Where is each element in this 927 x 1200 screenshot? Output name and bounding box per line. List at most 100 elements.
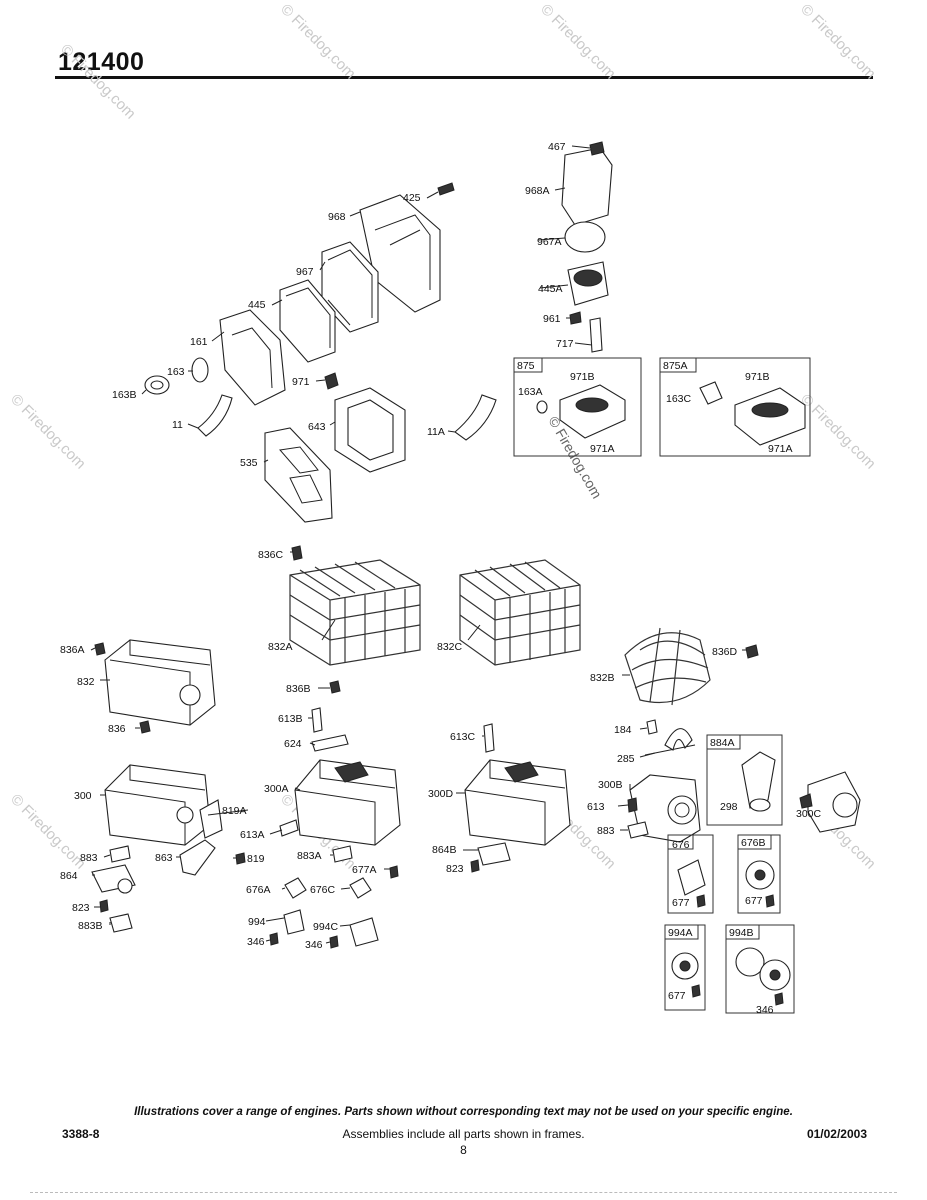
- label-836d: 836D: [712, 646, 738, 658]
- label-883a: 883A: [297, 850, 322, 862]
- frame-676b: [737, 834, 781, 914]
- watermark: © Firedog.com: [277, 1, 359, 83]
- label-967: 967: [296, 266, 314, 278]
- filter-445: [279, 279, 336, 363]
- screen-994b-back: [735, 947, 765, 977]
- label-613b: 613B: [278, 713, 303, 725]
- screw-677a: [389, 865, 399, 879]
- label-300d: 300D: [428, 788, 454, 800]
- muffler-300: [104, 764, 211, 846]
- muffler-832-outlet: [179, 684, 201, 706]
- label-285: 285: [617, 753, 635, 765]
- guard-832a-edges: [289, 574, 421, 665]
- muffler-300-edges: [104, 765, 206, 845]
- label-717: 717: [556, 338, 574, 350]
- watermark: © Firedog.com: [797, 1, 879, 83]
- document-date: 01/02/2003: [806, 1127, 867, 1141]
- bracket-864b: [477, 842, 511, 866]
- label-823: 823: [72, 902, 90, 914]
- cover-968a: [561, 147, 613, 226]
- gasket-163: [191, 357, 209, 383]
- label-298: 298: [720, 801, 738, 813]
- right-side-parts: [627, 719, 861, 843]
- gasket-163b: [144, 375, 170, 395]
- muffler-300a-logo: [334, 761, 369, 783]
- label-967a: 967A: [537, 236, 562, 248]
- frame-994a: [664, 924, 706, 1011]
- label-677-676b: 677: [745, 895, 763, 907]
- stud-717: [589, 317, 603, 353]
- page-number: 8: [460, 1143, 467, 1157]
- muffler-300c-face: [832, 792, 858, 818]
- label-875a-971b: 971B: [745, 371, 770, 383]
- label-836: 836: [108, 723, 126, 735]
- label-677a: 677A: [352, 864, 377, 876]
- mufflers: [104, 759, 571, 846]
- base-detail: [231, 327, 273, 389]
- label-994: 994: [248, 916, 266, 928]
- screw-836: [139, 720, 151, 734]
- label-676b: 676B: [741, 837, 766, 849]
- frame-875-border: [513, 357, 642, 457]
- screw-677-676b: [765, 894, 775, 908]
- screw-971: [324, 372, 339, 390]
- screw-677-994a: [691, 984, 701, 998]
- cover-detail: [374, 214, 431, 290]
- frame-875-tab: [513, 357, 543, 373]
- label-11: 11: [172, 419, 183, 431]
- guard-832c-outline: [459, 559, 581, 666]
- label-883b: 883B: [78, 920, 103, 932]
- label-823-mid: 823: [446, 863, 464, 875]
- muffler-300a-edges: [294, 760, 396, 845]
- gasket-163a: [536, 400, 548, 414]
- label-445a: 445A: [538, 283, 563, 295]
- label-883-left: 883: [80, 852, 98, 864]
- label-875a-971a: 971A: [768, 443, 793, 455]
- frame-884a-tab: [706, 734, 741, 750]
- label-864: 864: [60, 870, 78, 882]
- screw-823: [99, 899, 109, 913]
- screw-613a: [279, 819, 299, 837]
- frame-884a-border: [706, 734, 783, 826]
- watermark: © Firedog.com: [7, 391, 89, 473]
- title-rule: [55, 76, 873, 79]
- gasket-883a: [332, 845, 353, 863]
- screw-425: [437, 182, 455, 196]
- label-613: 613: [587, 801, 605, 813]
- label-11a: 11A: [427, 426, 445, 438]
- screw-346-a: [269, 932, 279, 946]
- label-300c: 300C: [796, 808, 822, 820]
- screw-184: [646, 719, 658, 735]
- label-875-163a: 163A: [518, 386, 543, 398]
- label-535: 535: [240, 457, 258, 469]
- bracket-624: [311, 734, 349, 752]
- muffler-832-body: [104, 639, 216, 726]
- label-994a: 994A: [668, 927, 693, 939]
- label-613c: 613C: [450, 731, 476, 743]
- label-161: 161: [190, 336, 208, 348]
- label-346-a: 346: [247, 936, 265, 948]
- frame-875a-border: [659, 357, 811, 457]
- leader-lines: [90, 145, 746, 944]
- label-863: 863: [155, 852, 173, 864]
- label-832b: 832B: [590, 672, 615, 684]
- gasket-163c: [699, 381, 723, 405]
- muffler-832-edges: [109, 640, 211, 725]
- muffler-300c-inlet: [799, 793, 813, 809]
- screw-823-mid: [470, 859, 480, 873]
- watermark: © Firedog.com: [797, 391, 879, 473]
- label-994c: 994C: [313, 921, 339, 933]
- label-875: 875: [517, 360, 535, 372]
- frame-676-tab: [667, 834, 694, 850]
- filter-445a-top: [573, 269, 603, 287]
- label-875a: 875A: [663, 360, 688, 372]
- label-300b: 300B: [598, 779, 623, 791]
- frame-875: [513, 357, 642, 457]
- clamp-676a: [284, 877, 307, 899]
- guard-832c-wires: [459, 561, 581, 662]
- label-832c: 832C: [437, 641, 463, 653]
- lower-left-parts: [91, 799, 511, 949]
- ring-298: [749, 798, 771, 812]
- fitting-864: [117, 878, 133, 894]
